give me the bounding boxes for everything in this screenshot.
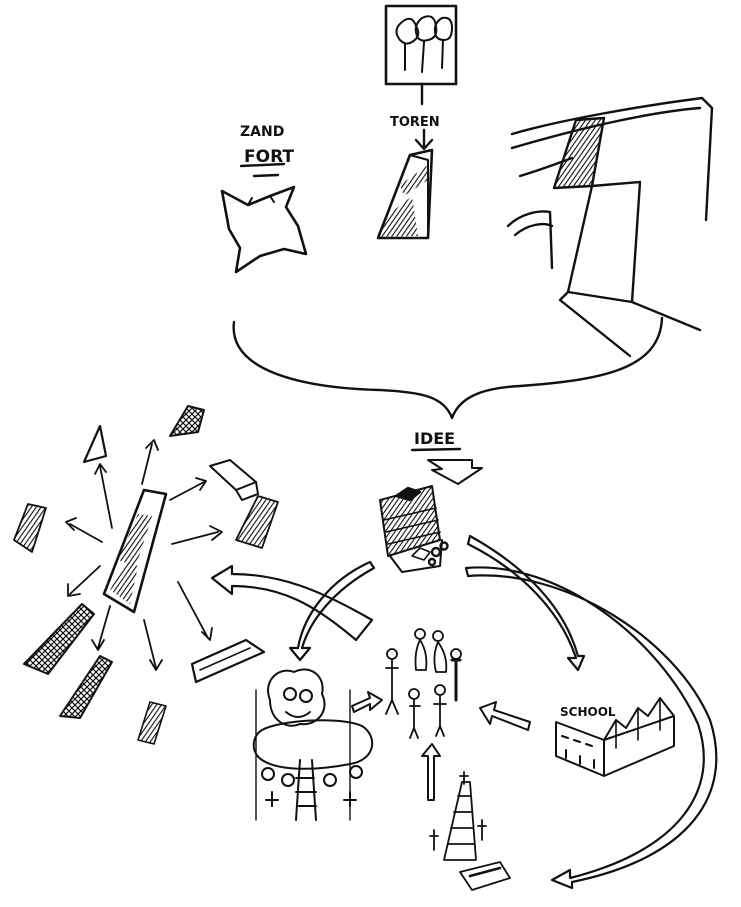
fragment-dark-bottom (60, 656, 112, 718)
monster-table-sketch (254, 669, 372, 820)
fragment-coil (138, 702, 166, 744)
trees-icon (396, 16, 452, 72)
fragment-dark-left (24, 604, 94, 674)
arrow-tower-to-people (422, 744, 440, 800)
arrow-to-fragments (212, 566, 372, 640)
fragment-beam (210, 460, 258, 500)
arrow-school-to-people (480, 702, 530, 730)
arrow-to-school (468, 536, 584, 670)
fragment-stairs-left (14, 504, 46, 552)
school-label: SCHOOL (560, 705, 616, 719)
street-perspective-sketch (508, 98, 712, 356)
toren-label: TOREN (390, 115, 440, 130)
fragment-stairs-right (236, 496, 278, 548)
arrow-monster-to-people (352, 692, 382, 712)
fragment-slab (192, 640, 264, 682)
sand-fort-shape (222, 187, 306, 272)
toren-arrow (416, 130, 432, 149)
fragment-crosshatch (170, 406, 204, 436)
central-tower (104, 490, 166, 612)
tower-construction (430, 772, 510, 890)
arrow-to-tower-bottom (466, 567, 716, 888)
zand-label: ZAND (240, 124, 284, 140)
idea-stack (380, 486, 448, 572)
arrow-to-creature (290, 562, 374, 660)
tower-prism (378, 150, 432, 238)
people-group (386, 629, 461, 738)
idee-arrow (428, 460, 482, 484)
merge-brace (234, 318, 662, 418)
idee-label: IDEE (414, 429, 455, 448)
explosion-arrows (66, 440, 222, 670)
fragment-triangle (84, 426, 106, 462)
idee-underline (412, 449, 460, 450)
fort-underline-2 (254, 175, 278, 176)
